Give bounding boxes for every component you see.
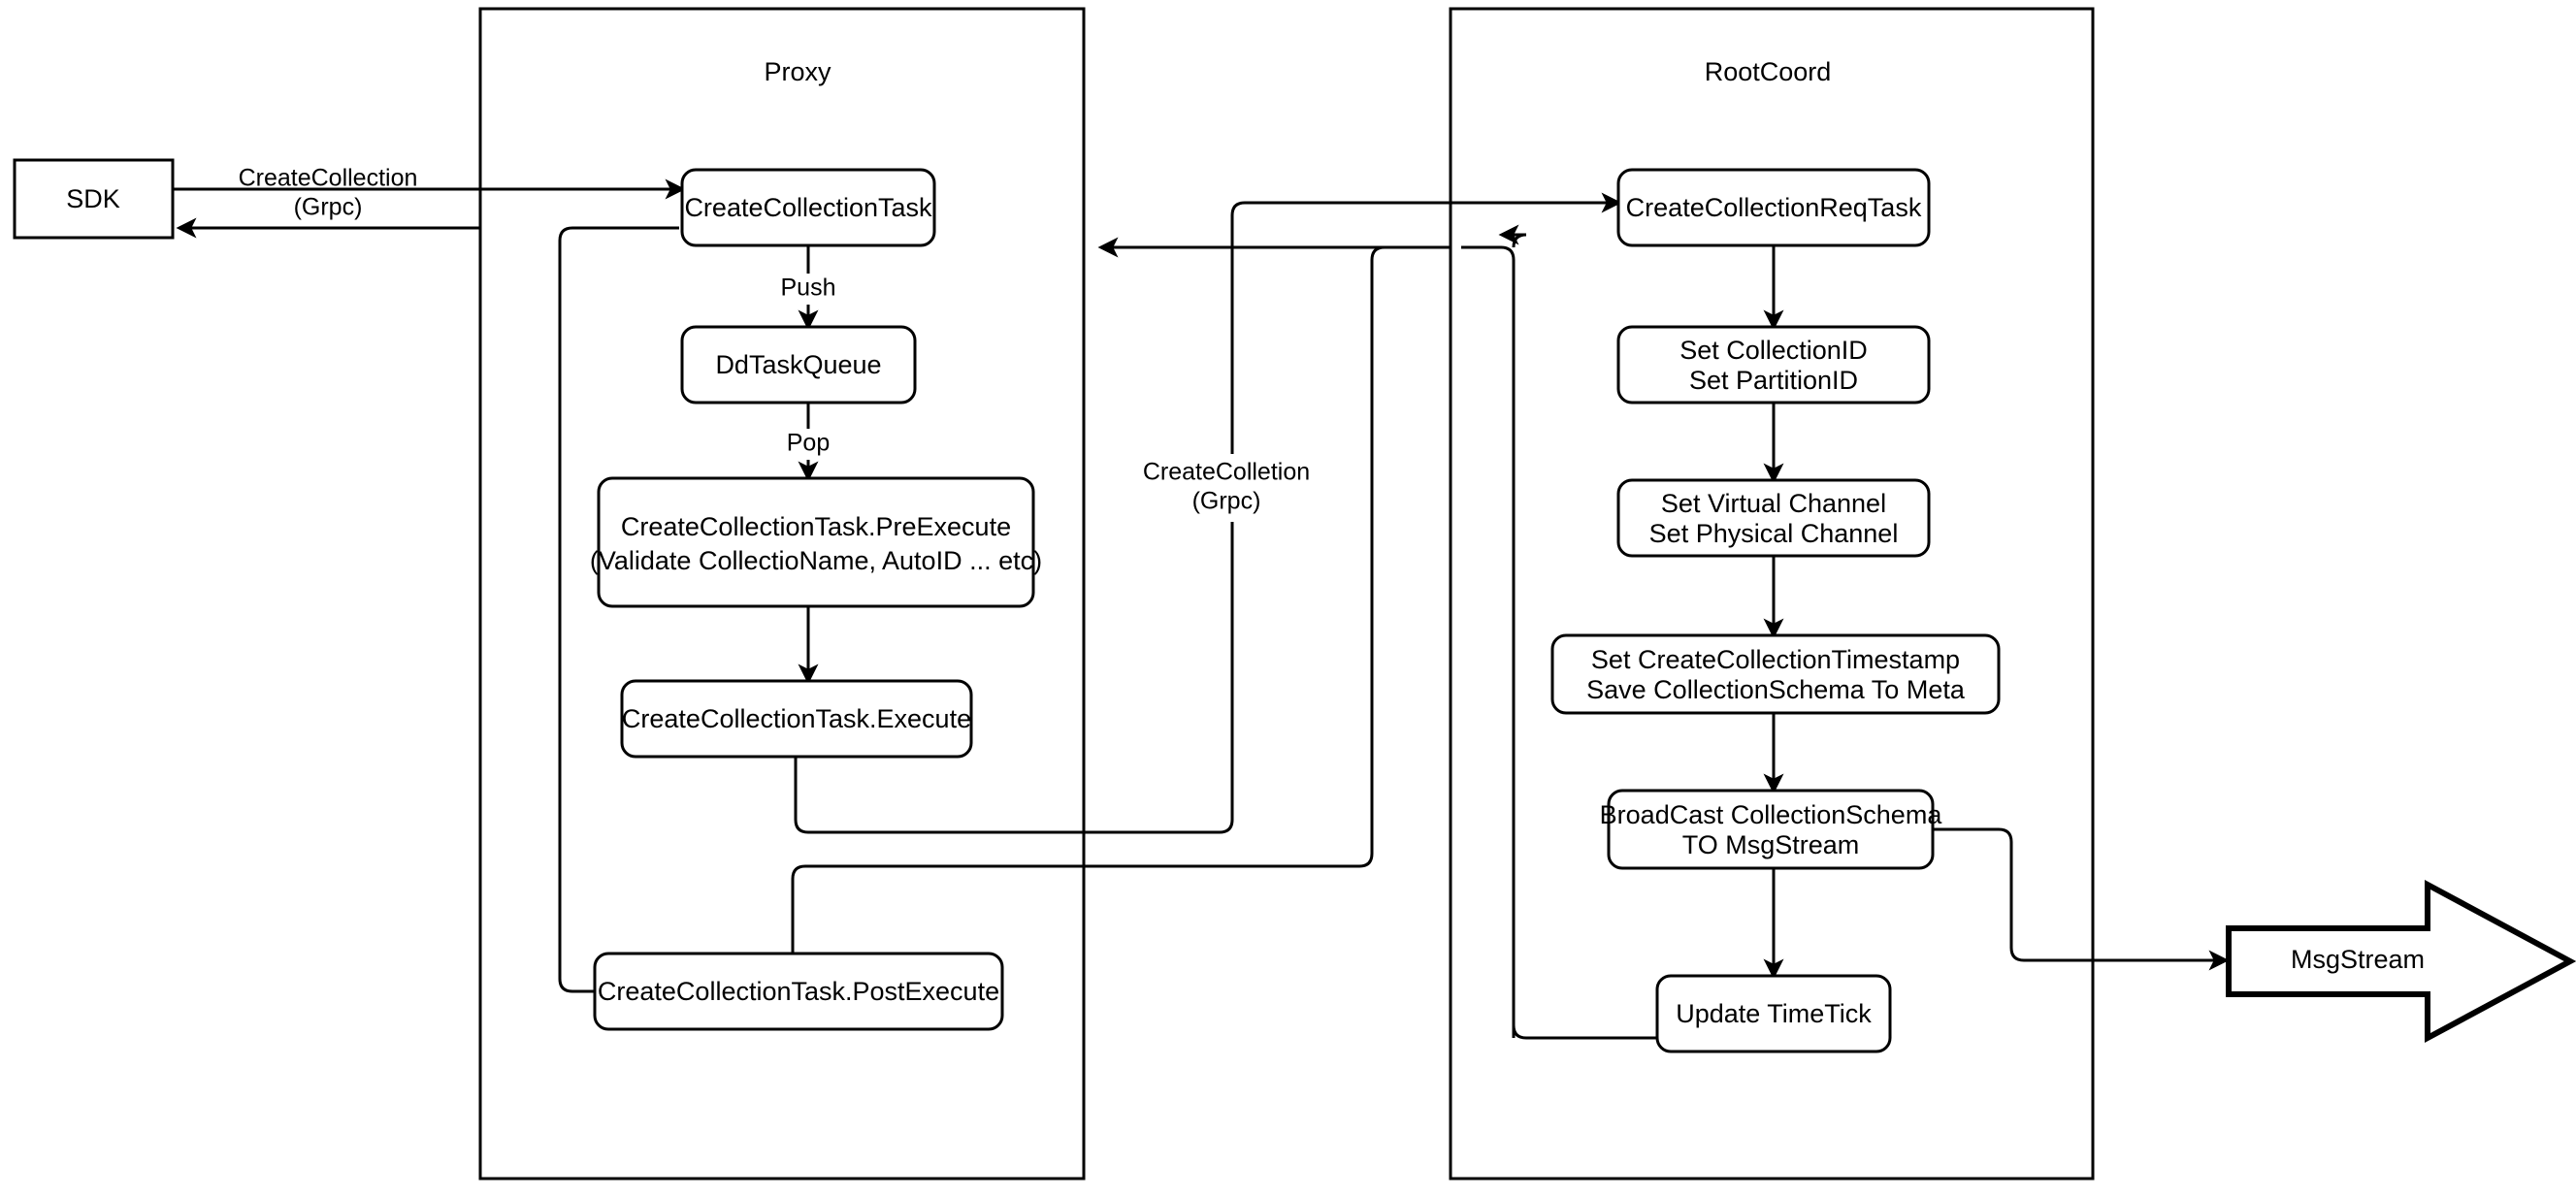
create-collection-req-task-rect[interactable] [1616, 168, 1931, 247]
node-set-timestamp[interactable]: Set CreateCollectionTimestamp Save Colle… [1550, 633, 2001, 715]
execute-rect[interactable] [620, 679, 973, 759]
post-execute-rect[interactable] [593, 952, 1004, 1031]
node-set-ids[interactable]: Set CollectionID Set PartitionID [1616, 325, 1931, 404]
proxy-container-label: Proxy [764, 57, 831, 86]
pre-execute-label-line2: (Validate CollectioName, AutoID ... etc) [590, 546, 1042, 575]
dd-task-queue-label: DdTaskQueue [715, 350, 881, 379]
edge-label-proxy-rootcoord-grpc: CreateColletion (Grpc) [1125, 454, 1339, 522]
edge-rootcoord-to-post-execute [782, 245, 1386, 974]
node-pre-execute[interactable]: CreateCollectionTask.PreExecute (Validat… [590, 476, 1042, 608]
edge-label-pop: Pop [771, 429, 845, 460]
create-collection-req-task-label: CreateCollectionReqTask [1626, 193, 1922, 222]
execute-label: CreateCollectionTask.Execute [622, 704, 971, 733]
svg-text:CreateColletion: CreateColletion [1143, 459, 1310, 486]
node-create-collection-task[interactable]: CreateCollectionTask [680, 168, 936, 247]
broadcast-label-line2: TO MsgStream [1682, 830, 1860, 859]
edge-broadcast-to-msgstream-boundary [1933, 827, 2093, 962]
node-msgstream[interactable]: MsgStream [2226, 879, 2576, 1044]
node-dd-task-queue[interactable]: DdTaskQueue [680, 325, 917, 404]
set-ids-rect[interactable] [1616, 325, 1931, 404]
node-update-timetick[interactable]: Update TimeTick [1655, 974, 1892, 1053]
update-timetick-label: Update TimeTick [1676, 999, 1872, 1028]
node-sdk[interactable]: SDK [13, 158, 175, 240]
set-timestamp-label-line1: Set CreateCollectionTimestamp [1591, 645, 1960, 674]
node-create-collection-req-task[interactable]: CreateCollectionReqTask [1616, 168, 1931, 247]
dd-task-queue-rect[interactable] [680, 325, 917, 404]
post-execute-label: CreateCollectionTask.PostExecute [598, 977, 999, 1006]
edge-rootcoord-return-arrowhead [1498, 224, 1527, 248]
svg-text:Push: Push [781, 275, 836, 302]
svg-text:(Grpc): (Grpc) [294, 194, 363, 221]
edge-label-sdk-proxy-grpc: CreateCollection (Grpc) [239, 165, 418, 221]
set-channels-rect[interactable] [1616, 478, 1931, 558]
edge-post-execute-to-return [558, 226, 679, 993]
node-broadcast[interactable]: BroadCast CollectionSchema TO MsgStream [1600, 789, 1943, 870]
svg-text:CreateCollection: CreateCollection [239, 165, 418, 192]
node-set-channels[interactable]: Set Virtual Channel Set Physical Channel [1616, 478, 1931, 558]
create-collection-task-rect[interactable] [680, 168, 936, 247]
set-channels-label-line1: Set Virtual Channel [1661, 489, 1886, 518]
edge-update-timetick-left [1512, 1024, 1657, 1040]
pre-execute-rect[interactable] [597, 476, 1035, 608]
rootcoord-container-label: RootCoord [1705, 57, 1832, 86]
sdk-label: SDK [66, 184, 120, 213]
svg-text:Pop: Pop [787, 430, 830, 457]
sdk-rect[interactable] [13, 158, 175, 240]
set-timestamp-rect[interactable] [1550, 633, 2001, 715]
msgstream-arrow-shape[interactable] [2226, 879, 2576, 1044]
set-ids-label-line2: Set PartitionID [1689, 366, 1858, 395]
set-ids-label-line1: Set CollectionID [1679, 336, 1868, 365]
edge-execute-to-rootcoord-boundary [794, 757, 1084, 834]
set-channels-label-line2: Set Physical Channel [1649, 519, 1899, 548]
broadcast-rect[interactable] [1607, 789, 1935, 870]
set-timestamp-label-line2: Save CollectionSchema To Meta [1586, 675, 1966, 704]
msgstream-label: MsgStream [2291, 945, 2425, 974]
pre-execute-label-line1: CreateCollectionTask.PreExecute [621, 512, 1011, 541]
edge-update-timetick-to-rootcoord-boundary [1461, 245, 1516, 1038]
update-timetick-rect[interactable] [1655, 974, 1892, 1053]
broadcast-label-line1: BroadCast CollectionSchema [1600, 800, 1943, 829]
node-post-execute[interactable]: CreateCollectionTask.PostExecute [593, 952, 1004, 1031]
svg-text:(Grpc): (Grpc) [1192, 488, 1261, 515]
edge-label-push: Push [769, 274, 847, 305]
create-collection-task-label: CreateCollectionTask [684, 193, 932, 222]
node-execute[interactable]: CreateCollectionTask.Execute [620, 679, 973, 759]
